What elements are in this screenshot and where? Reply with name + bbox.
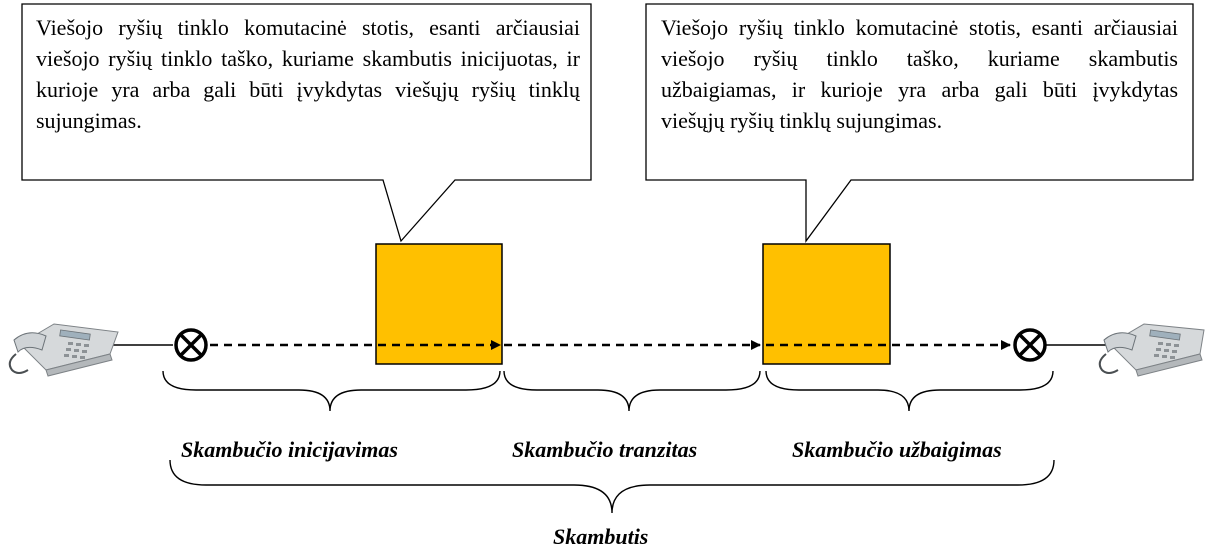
- callout-left-box: [21, 3, 592, 243]
- circled-x-icon: [174, 328, 208, 362]
- label-origination: Skambučio inicijavimas: [181, 437, 398, 462]
- callout-right-text: Viešojo ryšių tinklo komutacinė stotis, …: [661, 15, 1178, 133]
- callout-right-box: [645, 3, 1194, 243]
- brace-origination: [162, 370, 501, 412]
- label-termination: Skambučio užbaigimas: [792, 437, 1002, 462]
- desk-telephone-icon: [8, 323, 119, 377]
- label-transit: Skambučio tranzitas: [512, 437, 698, 462]
- label-overall: Skambutis: [553, 524, 649, 549]
- circled-x-icon: [1013, 328, 1047, 362]
- callout-left-text: Viešojo ryšių tinklo komutacinė stotis, …: [36, 15, 580, 133]
- brace-transit: [503, 370, 761, 412]
- desk-telephone-icon: [1098, 323, 1205, 377]
- brace-overall: [169, 459, 1055, 514]
- brace-termination: [765, 370, 1054, 412]
